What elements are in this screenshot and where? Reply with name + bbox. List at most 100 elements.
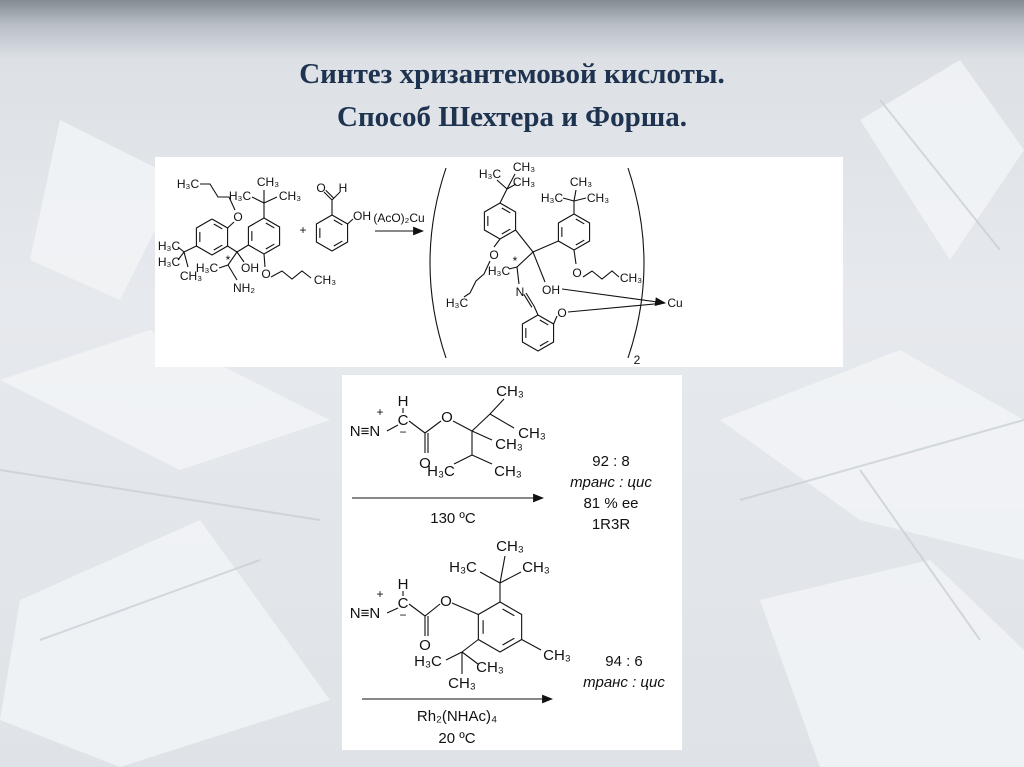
bond [452,420,473,432]
scheme1-panel [155,157,843,367]
isomer-ratio: 94 : 6 [605,653,643,670]
atom-label: CH₃ [518,425,546,442]
atom-label: O [419,637,431,654]
bond [489,413,515,429]
slide-title-line1: Синтез хризантемовой кислоты. [299,58,725,90]
atom-label: CH₃ [448,675,476,692]
bond [227,245,238,253]
double-bond [501,207,511,214]
double-bond [539,340,549,347]
atom-label: O [419,455,431,472]
bond [496,179,508,190]
bond [445,651,463,661]
atom-label: H₃C [479,167,502,181]
double-bond [333,219,343,226]
bond [573,189,577,202]
bond [451,602,479,616]
bond [573,197,587,202]
bond [408,420,442,434]
bond [515,229,534,253]
atom-label: CH₃ [496,538,524,555]
atom-label: CH₃ [494,463,522,480]
scheme2-panel [342,375,682,750]
atom-label: O [261,267,270,281]
bond [183,251,189,268]
atom-label: N≡N [350,605,380,622]
atom-label: CH₃ [543,647,571,664]
benzene-ring [195,218,229,256]
atom-label: CH₃ [513,160,535,174]
bond [562,197,575,202]
bond [270,270,312,280]
double-bond [333,240,343,247]
stereocenter-mark: * [226,253,231,267]
double-bond [501,228,511,235]
atom-label: OH [353,209,371,223]
atom-label: H [339,181,348,195]
reagent-label: (AcO)₂Cu [373,211,424,225]
atom-label: OH [542,283,560,297]
stereocenter-mark: * [513,254,518,268]
atom-label: CH₃ [476,659,504,676]
double-bond [523,294,533,308]
atom-label: O [572,266,581,280]
condition-temperature-1: 130 ºC [430,510,476,527]
bond [323,191,333,201]
diazo-ester-1: N≡N + H C − O O CH₃ CH₃ CH₃ H₃C CH₃ [350,383,546,480]
benzene-ring [483,202,517,240]
atom-label: O [233,210,242,224]
atom-label: O [557,306,566,320]
atom-label: CH₃ [587,191,609,205]
catalyst-label: Rh₂(NHAc)₄ [417,708,497,725]
atom-label: O [316,181,325,195]
atom-label: H₃C [427,463,455,480]
bond [236,251,245,263]
bond [533,305,539,316]
bond [463,260,491,298]
bond [347,218,354,225]
bond [525,292,535,307]
bond [177,251,185,261]
atom-label: H₃C [446,296,469,310]
charge-minus: − [399,608,406,622]
bond [471,430,493,441]
product-copper-complex: H₃C CH₃ CH₃ O H₃C CH₃ H₃C CH₃ O CH₃ H₃C … [446,160,683,320]
bond [251,196,265,204]
result-2: 94 : 6 транс : цис [583,653,665,691]
atom-label: CH₃ [496,383,524,400]
bond [573,249,577,265]
plus-sign: + [299,223,306,237]
benzene-ring [247,217,281,255]
bond [227,221,235,229]
reactant-salicylaldehyde: O H OH [316,181,371,223]
double-bond [265,243,275,250]
benzene-ring [477,601,523,653]
bond [499,188,508,204]
atom-label: C [398,595,409,612]
double-bond [539,319,549,326]
atom-label: CH₃ [180,269,202,283]
atom-label: H [398,576,409,593]
double-bond [213,244,223,251]
atom-label: CH₃ [570,175,592,189]
atom-label: CH₃ [495,436,523,453]
bond [499,555,506,584]
atom-label: CH₃ [522,559,550,576]
double-bond [502,608,515,617]
atom-label: H₃C [414,653,442,670]
bond [471,398,505,432]
bond [532,240,559,253]
result-1: 92 : 8 транс : цис 81 % ee 1R3R [570,453,652,533]
atom-label: O [441,409,453,426]
atom-label: H₃C [449,559,477,576]
atom-label: CH₃ [513,175,535,189]
bond [183,245,197,253]
bond [493,238,501,248]
bond [499,571,522,584]
bond [386,607,399,614]
complex-multiplier: 2 [634,353,641,367]
diazo-ester-2: N≡N + H C − O O CH₃ H₃C CH₃ CH₃ H₃C CH₃ … [350,538,571,692]
atom-label: CH₃ [314,273,336,287]
atom-label: Cu [667,296,682,310]
